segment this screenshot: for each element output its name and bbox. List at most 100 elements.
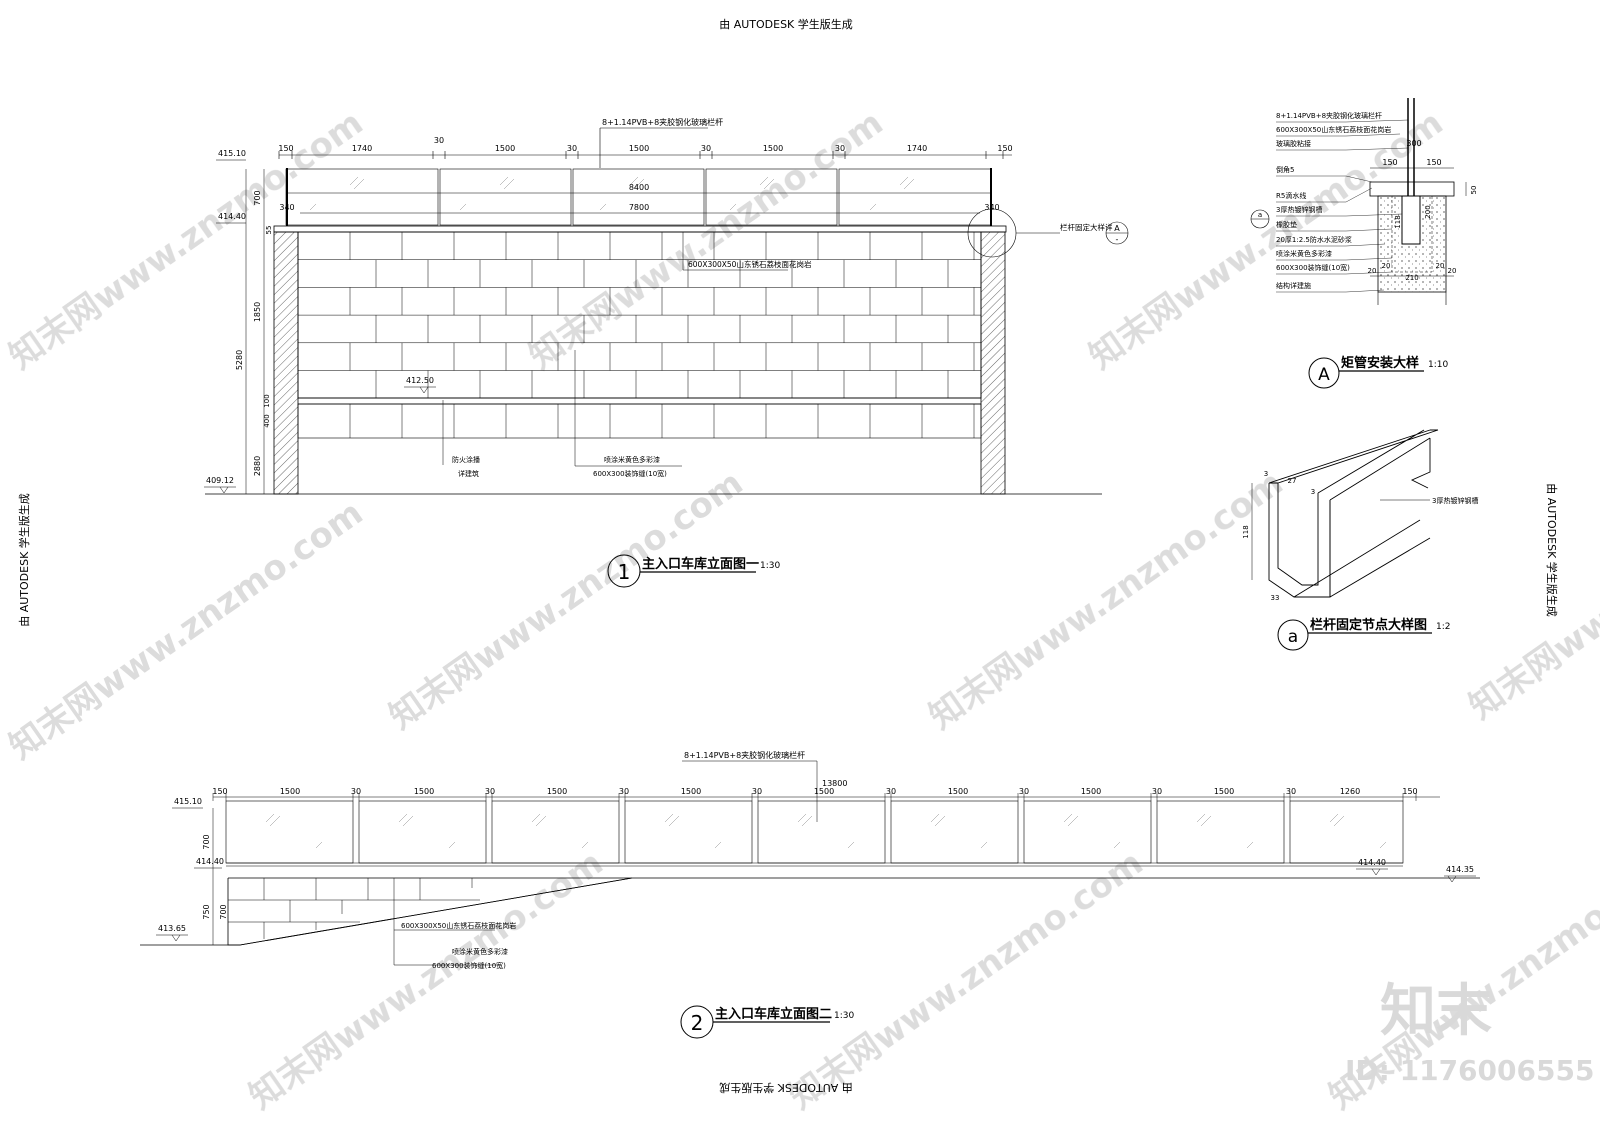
elev2-glass-panel xyxy=(624,800,753,864)
elev2-dim: 30 xyxy=(1286,787,1296,796)
watermark-logo: 知末 xyxy=(1380,979,1492,1044)
elev2-dim-side: 700 xyxy=(219,904,228,919)
elev1-title: 主入口车库立面图一 xyxy=(642,556,759,572)
detail-a-dim: 118 xyxy=(1242,525,1250,538)
watermark-text: 知末网www.znzmo.com xyxy=(382,463,750,737)
detail-a-channel-iso xyxy=(1268,429,1439,598)
elev1-glass-panel xyxy=(572,168,705,226)
leader xyxy=(1345,213,1403,217)
elev2-dim-side: 750 xyxy=(202,904,211,919)
elev1-title-num: 1 xyxy=(618,560,631,584)
elev2-dim: 30 xyxy=(752,787,762,796)
detail-a-dim: 27 xyxy=(1288,477,1297,485)
elev2-dim: 1260 xyxy=(1340,787,1360,796)
elev1-scale: 1:30 xyxy=(760,561,780,571)
elev1-dim-total-8400: 8400 xyxy=(629,183,649,192)
elev1-dim-340-left: 340 xyxy=(279,203,294,212)
detailA-dim-150-right: 150 xyxy=(1426,158,1441,167)
elev1-detail-ref-letter: A xyxy=(1114,224,1120,233)
detailA-dim-300: 300 xyxy=(1406,139,1421,148)
elev1-dim-55: 55 xyxy=(265,226,273,235)
elev2-level: 414.40 xyxy=(1358,858,1386,867)
elev2-wall xyxy=(227,877,1447,946)
elev1-detail-ref-sub: - xyxy=(1116,235,1119,244)
detailA-dim-20-a: 20 xyxy=(1368,267,1377,275)
detailA-label: R5滴水线 xyxy=(1276,191,1306,200)
glass-reflection xyxy=(797,813,855,849)
detailA-scale: 1:10 xyxy=(1428,360,1448,370)
elev1-railing-note: 8+1.14PVB+8夹胶钢化玻璃栏杆 xyxy=(602,117,723,127)
elev2-level: 415.10 xyxy=(174,797,202,806)
elev1-fire-note-1: 防火涂播 xyxy=(452,455,480,464)
elev1-dim-340-right: 340 xyxy=(984,203,999,212)
stamp-right: 由 AUTODESK 学生版生成 xyxy=(1545,483,1559,617)
watermark-id: ID: 1176006555 xyxy=(1345,1054,1594,1087)
elev1-level-415-10: 415.10 xyxy=(218,149,246,158)
elev1-detail-ref-text: 栏杆固定大样详 xyxy=(1060,222,1113,232)
glass-reflection xyxy=(531,813,589,849)
elev1-dim: 1740 xyxy=(907,144,927,153)
elev2-level: 414.40 xyxy=(196,857,224,866)
elev1-glass-reflections xyxy=(309,176,915,211)
elev1-dim-400: 400 xyxy=(263,414,271,427)
stamp-bottom: 由 AUTODESK 学生版生成 xyxy=(719,1081,853,1095)
elev1-stone-note: 600X300X50山东锈石荔枝面花岗岩 xyxy=(688,259,812,269)
elev1-coping xyxy=(273,225,1007,233)
watermark-text: 知末网www.znzmo.com xyxy=(2,493,370,767)
elev2-glass-panel xyxy=(890,800,1019,864)
elev1-fire-note-2: 详建筑 xyxy=(458,469,479,478)
watermark-text: 知末网www.znzmo.com xyxy=(1462,453,1600,727)
detail-a-title: 栏杆固定节点大样图 xyxy=(1310,617,1427,633)
detailA-dim-20-b: 20 xyxy=(1448,267,1457,275)
detailA-labels xyxy=(1276,119,1409,293)
elev1-level-409-12: 409.12 xyxy=(206,476,234,485)
elev1-dim: 30 xyxy=(701,144,711,153)
elev2-dim: 1500 xyxy=(814,787,834,796)
elev1-level-414-40: 414.40 xyxy=(218,212,246,221)
glass-reflection xyxy=(1063,813,1121,849)
leader xyxy=(1345,243,1386,247)
elev1-glass-panel xyxy=(838,168,992,226)
elev1-title-symbol xyxy=(607,554,641,588)
glass-reflection xyxy=(930,813,988,849)
elev2-dim: 150 xyxy=(212,787,227,796)
elev1-dim-1850: 1850 xyxy=(253,302,262,322)
detailA-label: 橡胶垫 xyxy=(1276,220,1297,229)
elev1-paint-note-2: 600X300装饰缝(10宽) xyxy=(593,469,667,478)
elev1-dim: 30 xyxy=(567,144,577,153)
elev1-dim: 1500 xyxy=(495,144,515,153)
detail-a-label: 3厚热镀锌钢槽 xyxy=(1432,496,1478,505)
detail-a-title-symbol xyxy=(1277,619,1309,651)
watermark-layer: 知末网www.znzmo.com 知末网www.znzmo.com 知末网www… xyxy=(2,103,1600,1117)
elev2-dim: 1500 xyxy=(280,787,300,796)
elev2-dim: 30 xyxy=(351,787,361,796)
elev1-lower-joints xyxy=(349,404,975,438)
detailA-coping xyxy=(1369,181,1455,197)
detailA-label: 结构详建施 xyxy=(1276,281,1311,290)
detailA-title-letter: A xyxy=(1318,365,1330,385)
detail-a-scale: 1:2 xyxy=(1436,622,1450,632)
elev2-dim: 150 xyxy=(1402,787,1417,796)
elev2-title-num: 2 xyxy=(691,1011,704,1035)
elev1-glass-panel xyxy=(439,168,572,226)
elev1-paint-note-1: 喷涂米黄色多彩漆 xyxy=(604,455,660,464)
leader xyxy=(1345,228,1393,232)
elev1-dim-100: 100 xyxy=(263,394,271,407)
elev1-stone-joints xyxy=(298,232,981,399)
detailA-label: 600X300装饰缝(10宽) xyxy=(1276,263,1350,272)
detailA-label: 3厚热镀锌钢槽 xyxy=(1276,205,1322,214)
elev2-dim: 1500 xyxy=(1214,787,1234,796)
leader xyxy=(1345,187,1373,203)
detailA-channel xyxy=(1401,195,1421,245)
elev2-scale: 1:30 xyxy=(834,1011,854,1021)
elev2-glass-panels xyxy=(225,800,1404,867)
elev1-dim: 1500 xyxy=(629,144,649,153)
elev2-stone-joints xyxy=(228,878,480,939)
elev2-level: 414.35 xyxy=(1446,865,1474,874)
detailA-label: 20厚1:2.5防水水泥砂浆 xyxy=(1276,235,1352,244)
elev1-glass-panel xyxy=(705,168,838,226)
elev1-dim: 1500 xyxy=(763,144,783,153)
watermark-text: 知末网www.znzmo.com xyxy=(242,843,610,1117)
elev1-right-pier xyxy=(980,231,1006,495)
